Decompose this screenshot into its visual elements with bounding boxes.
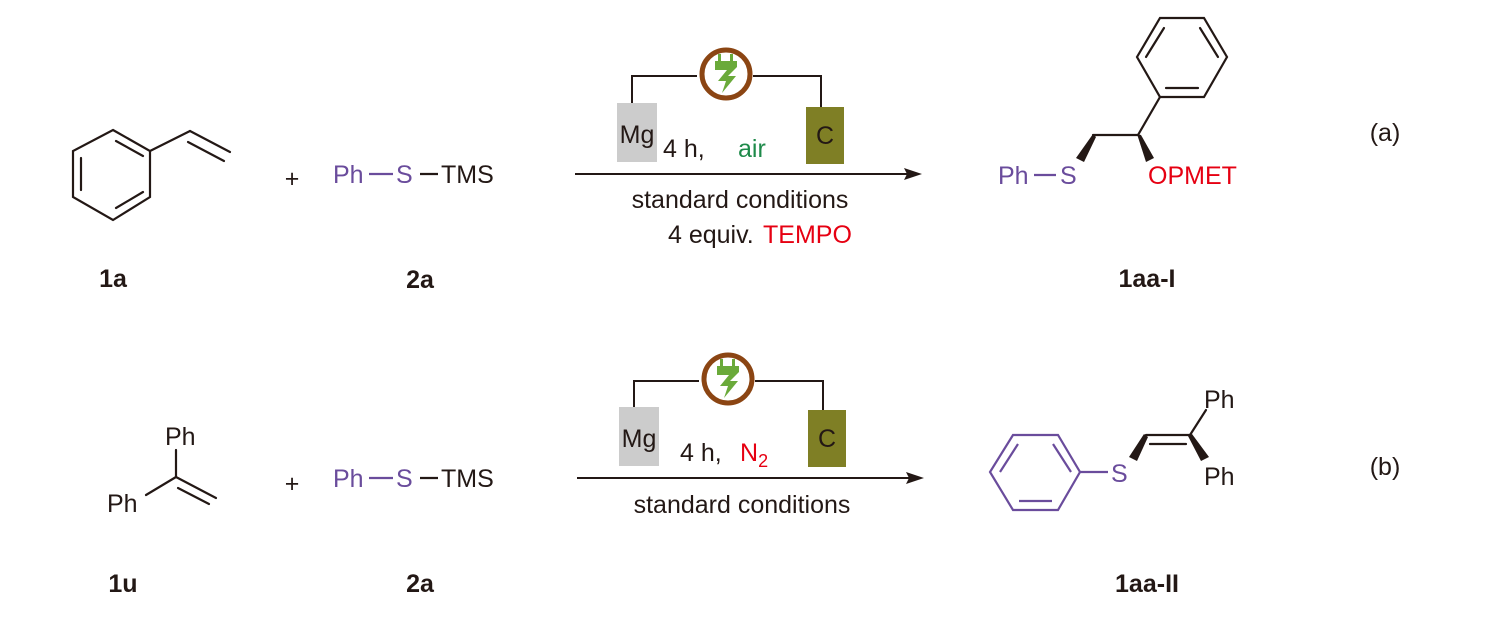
product-ph-top: Ph: [1204, 386, 1235, 414]
compound-label-2a: 2a: [406, 266, 435, 294]
wire-right: [755, 380, 824, 410]
compound-label-1a: 1a: [99, 265, 128, 293]
ring-double-bond: [114, 139, 145, 158]
electrochemical-cell: Mg C: [617, 47, 844, 164]
ring-double-bond: [1052, 443, 1072, 473]
bond: [174, 475, 218, 500]
wire-left: [633, 380, 699, 407]
condition-standard: standard conditions: [632, 186, 849, 214]
double-bond: [176, 486, 211, 506]
additive-tempo: TEMPO: [763, 221, 852, 249]
arrow-head: [904, 168, 922, 180]
mg-electrode: [619, 407, 659, 466]
additive-amount: 4 equiv.: [668, 221, 754, 249]
substrate-ph-top: Ph: [165, 423, 196, 451]
ring-double-bond: [999, 443, 1019, 473]
benzene-ring: [1135, 16, 1229, 99]
vinyl-double-bond: [186, 140, 226, 163]
condition-time: 4 h,: [663, 135, 705, 163]
plus-sign: +: [285, 470, 300, 498]
plus-sign: +: [285, 165, 300, 193]
c-electrode: [806, 107, 844, 164]
reagent-s: S: [396, 161, 413, 189]
reagent-s: S: [396, 465, 413, 493]
anode-label: Mg: [622, 425, 657, 453]
vinyl-bond: [188, 129, 232, 154]
bond: [1136, 95, 1162, 137]
wedge-bond: [1188, 434, 1209, 461]
product-1aa-I-structure: Ph S OPMET: [998, 16, 1237, 190]
reagent-tms: TMS: [441, 465, 494, 493]
reagent-ph: Ph: [333, 465, 364, 493]
benzene-ring: [71, 128, 152, 222]
compound-label-1u: 1u: [108, 570, 137, 598]
wire-left: [631, 75, 697, 103]
compound-label-2a: 2a: [406, 570, 435, 598]
plug-lightning-icon: [699, 47, 753, 101]
anode-label: Mg: [620, 121, 655, 149]
vinyl-bond: [148, 129, 192, 153]
product-s: S: [1111, 460, 1128, 488]
ring-double-bond: [114, 190, 145, 210]
atmosphere-n: N: [740, 439, 758, 467]
arrow-head: [906, 472, 924, 484]
reaction-tag-b: (b): [1370, 453, 1401, 481]
reaction-b: Ph Ph 1u + Ph S TMS 2a Mg C: [107, 352, 1401, 598]
bond: [1188, 408, 1208, 437]
product-ph-bottom: Ph: [1204, 463, 1235, 491]
reaction-a: 1a + Ph S TMS 2a Mg C 4 h, a: [71, 16, 1401, 294]
wire-right: [753, 75, 822, 107]
ring-double-bond: [1198, 26, 1220, 59]
condition-atmosphere-air: air: [738, 135, 766, 163]
cathode-label: C: [818, 425, 836, 453]
product-opmet: OPMET: [1148, 162, 1237, 190]
ring-double-bond: [1144, 26, 1166, 59]
cathode-label: C: [816, 122, 834, 150]
diphenylethylene-structure: Ph Ph: [107, 423, 218, 518]
product-s: S: [1060, 162, 1077, 190]
wedge-bond: [1076, 134, 1096, 162]
c-electrode: [808, 410, 846, 467]
product-1aa-II-structure: S Ph Ph: [988, 386, 1235, 512]
reagent-tms: TMS: [441, 161, 494, 189]
condition-standard: standard conditions: [634, 491, 851, 519]
condition-time: 4 h,: [680, 439, 722, 467]
wedge-bond: [1129, 434, 1148, 461]
atmosphere-subscript: 2: [758, 451, 768, 471]
styrene-structure: [71, 128, 232, 222]
reagent-phs-tms: Ph S TMS: [333, 465, 494, 493]
wedge-bond: [1137, 134, 1154, 162]
mg-electrode: [617, 103, 657, 162]
electrochemical-cell: Mg C: [619, 352, 846, 467]
substrate-ph-left: Ph: [107, 490, 138, 518]
reagent-phs-tms: Ph S TMS: [333, 161, 494, 189]
reaction-tag-a: (a): [1370, 119, 1401, 147]
condition-atmosphere-n2: N2: [740, 439, 768, 471]
benzene-ring: [988, 433, 1082, 512]
reagent-ph: Ph: [333, 161, 364, 189]
bond: [144, 475, 178, 497]
compound-label-1aa-I: 1aa-I: [1119, 265, 1176, 293]
compound-label-1aa-II: 1aa-II: [1115, 570, 1179, 598]
plug-lightning-icon: [701, 352, 755, 406]
product-ph: Ph: [998, 162, 1029, 190]
